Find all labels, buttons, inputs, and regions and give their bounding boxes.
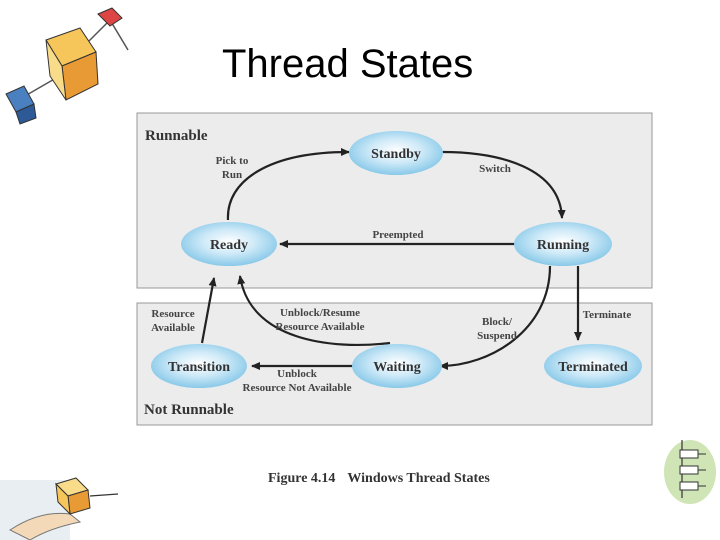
label-block-suspend-1: Block/ xyxy=(482,316,513,328)
label-terminate: Terminate xyxy=(583,309,632,321)
runnable-group-label: Runnable xyxy=(145,128,208,144)
state-waiting: Waiting xyxy=(352,344,442,388)
state-transition: Transition xyxy=(151,344,247,388)
arrow-block-suspend xyxy=(439,265,552,370)
label-unblock-2: Resource Not Available xyxy=(243,382,352,394)
label-pick-to-run-1: Pick to xyxy=(216,155,249,167)
state-waiting-label: Waiting xyxy=(373,360,420,375)
state-ready: Ready xyxy=(181,222,277,266)
state-transition-label: Transition xyxy=(168,360,230,375)
state-running: Running xyxy=(514,222,612,266)
flowchart-icon xyxy=(664,440,716,504)
cube-molecule-icon xyxy=(5,7,129,125)
slide-title: Thread States xyxy=(222,42,474,86)
state-ready-label: Ready xyxy=(210,238,248,253)
state-standby: Standby xyxy=(349,131,443,175)
label-unblock-1: Unblock xyxy=(277,368,318,380)
label-unblock-resume-1: Unblock/Resume xyxy=(280,307,360,319)
label-switch: Switch xyxy=(479,163,511,175)
label-pick-to-run-2: Run xyxy=(222,169,242,181)
state-standby-label: Standby xyxy=(371,147,421,162)
label-preempted: Preempted xyxy=(372,229,423,241)
arrow-resource-available xyxy=(200,277,217,344)
label-unblock-resume-2: Resource Available xyxy=(275,321,364,333)
label-resource-available-1: Resource xyxy=(151,308,194,320)
state-terminated: Terminated xyxy=(544,344,642,388)
figure-number: Figure 4.14 xyxy=(268,471,336,486)
figure-title: Windows Thread States xyxy=(347,471,490,486)
arrow-pick-to-run xyxy=(226,148,350,221)
hand-cube-icon xyxy=(0,477,119,540)
arrow-unblock-resume xyxy=(237,275,391,346)
not-runnable-group-label: Not Runnable xyxy=(144,402,234,418)
state-running-label: Running xyxy=(537,238,589,253)
label-block-suspend-2: Suspend xyxy=(477,330,517,342)
label-resource-available-2: Available xyxy=(151,322,195,334)
arrow-switch xyxy=(441,150,566,219)
figure-caption: Figure 4.14 Windows Thread States xyxy=(268,471,490,487)
state-terminated-label: Terminated xyxy=(558,360,628,375)
